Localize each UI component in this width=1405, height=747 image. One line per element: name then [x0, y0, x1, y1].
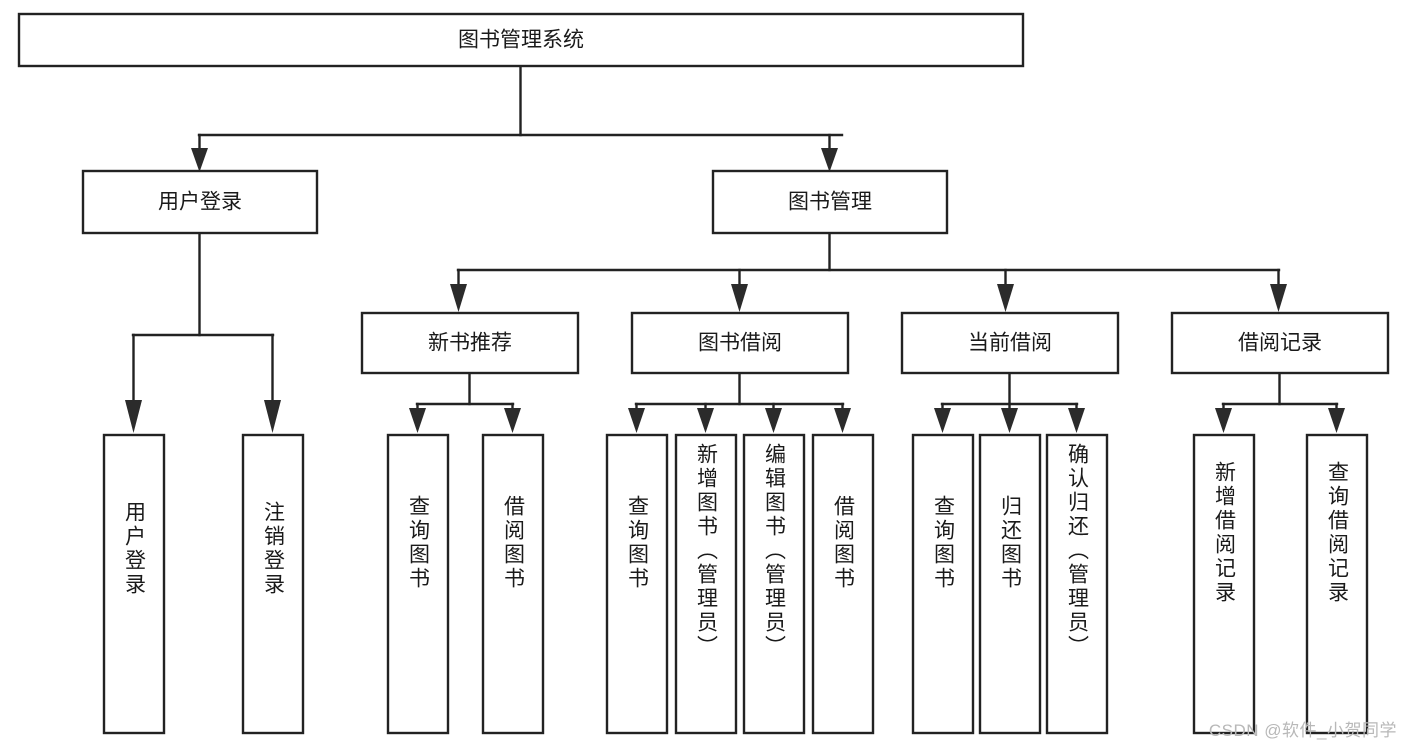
arrowhead-bb-leaf4 [834, 408, 851, 433]
arrowhead-book-mgmt [821, 148, 838, 172]
leaf-box-bb-2[interactable] [674, 433, 738, 735]
connector-group-current-borrow [934, 371, 1085, 433]
leaf-box-bb-1[interactable] [605, 433, 669, 735]
arrowhead-cb-leaf1 [934, 408, 951, 433]
node-borrow-record-box[interactable] [1170, 311, 1390, 375]
arrowhead-br-leaf2 [1328, 408, 1345, 433]
arrowhead-br-leaf1 [1215, 408, 1232, 433]
node-current-borrow-box[interactable] [900, 311, 1120, 375]
leaf-box-cb-1[interactable] [911, 433, 975, 735]
connector-group-book-mgmt [450, 231, 1287, 312]
node-book-management-label: 图书管理 [788, 191, 872, 214]
arrowhead-new-book-recommend [450, 284, 467, 312]
connector-group-root [191, 64, 844, 172]
arrowhead-ul-leaf1 [125, 400, 142, 433]
arrowhead-user-login [191, 148, 208, 172]
leaf-box-bb-3[interactable] [742, 433, 806, 735]
arrowhead-current-borrow [997, 284, 1014, 312]
node-book-borrow[interactable]: 图书借阅 [630, 311, 850, 375]
node-current-borrow-label: 当前借阅 [968, 332, 1052, 355]
node-root[interactable]: 图书管理系统 [17, 12, 1025, 68]
arrowhead-nbr-leaf2 [504, 408, 521, 433]
arrowhead-borrow-record [1270, 284, 1287, 312]
arrowhead-ul-leaf2 [264, 400, 281, 433]
leaf-group-borrow-record [1192, 433, 1369, 735]
node-book-management[interactable]: 图书管理 [711, 169, 949, 235]
node-new-book-recommend-label: 新书推荐 [428, 332, 512, 355]
leaf-box-nbr-2[interactable] [481, 433, 545, 735]
node-book-borrow-box[interactable] [630, 311, 850, 375]
leaf-box-br-2[interactable] [1305, 433, 1369, 735]
leaf-box-cb-2[interactable] [978, 433, 1042, 735]
connector-group-user-login [125, 231, 281, 433]
node-book-borrow-label: 图书借阅 [698, 332, 782, 355]
leaf-group-book-borrow [605, 433, 875, 735]
arrowhead-bb-leaf1 [628, 408, 645, 433]
node-user-login-label: 用户登录 [158, 191, 242, 214]
leaf-box-br-1[interactable] [1192, 433, 1256, 735]
node-new-book-recommend-box[interactable] [360, 311, 580, 375]
leaf-group-user-login [102, 433, 305, 735]
node-user-login-box[interactable] [81, 169, 319, 235]
node-current-borrow[interactable]: 当前借阅 [900, 311, 1120, 375]
csdn-watermark: CSDN @软件_小贺同学 [1208, 721, 1397, 740]
arrowhead-nbr-leaf1 [409, 408, 426, 433]
leaf-box-cb-3[interactable] [1045, 433, 1109, 735]
leaf-box-bb-4[interactable] [811, 433, 875, 735]
node-root-label: 图书管理系统 [458, 29, 584, 52]
leaf-box-nbr-1[interactable] [386, 433, 450, 735]
connector-group-book-borrow [628, 371, 851, 433]
node-root-box[interactable] [17, 12, 1025, 68]
node-user-login[interactable]: 用户登录 [81, 169, 319, 235]
arrowhead-bb-leaf2 [697, 408, 714, 433]
node-new-book-recommend[interactable]: 新书推荐 [360, 311, 580, 375]
node-book-management-box[interactable] [711, 169, 949, 235]
leaf-box-user-login-2[interactable] [241, 433, 305, 735]
connector-group-borrow-record [1215, 371, 1345, 433]
arrowhead-book-borrow [731, 284, 748, 312]
connector-group-new-book-recommend [409, 371, 521, 433]
node-borrow-record[interactable]: 借阅记录 [1170, 311, 1390, 375]
node-borrow-record-label: 借阅记录 [1238, 332, 1322, 355]
leaf-group-current-borrow [911, 433, 1109, 735]
arrowhead-cb-leaf2 [1001, 408, 1018, 433]
arrowhead-bb-leaf3 [765, 408, 782, 433]
leaf-group-new-book-recommend [386, 433, 545, 735]
arrowhead-cb-leaf3 [1068, 408, 1085, 433]
leaf-box-user-login-1[interactable] [102, 433, 166, 735]
